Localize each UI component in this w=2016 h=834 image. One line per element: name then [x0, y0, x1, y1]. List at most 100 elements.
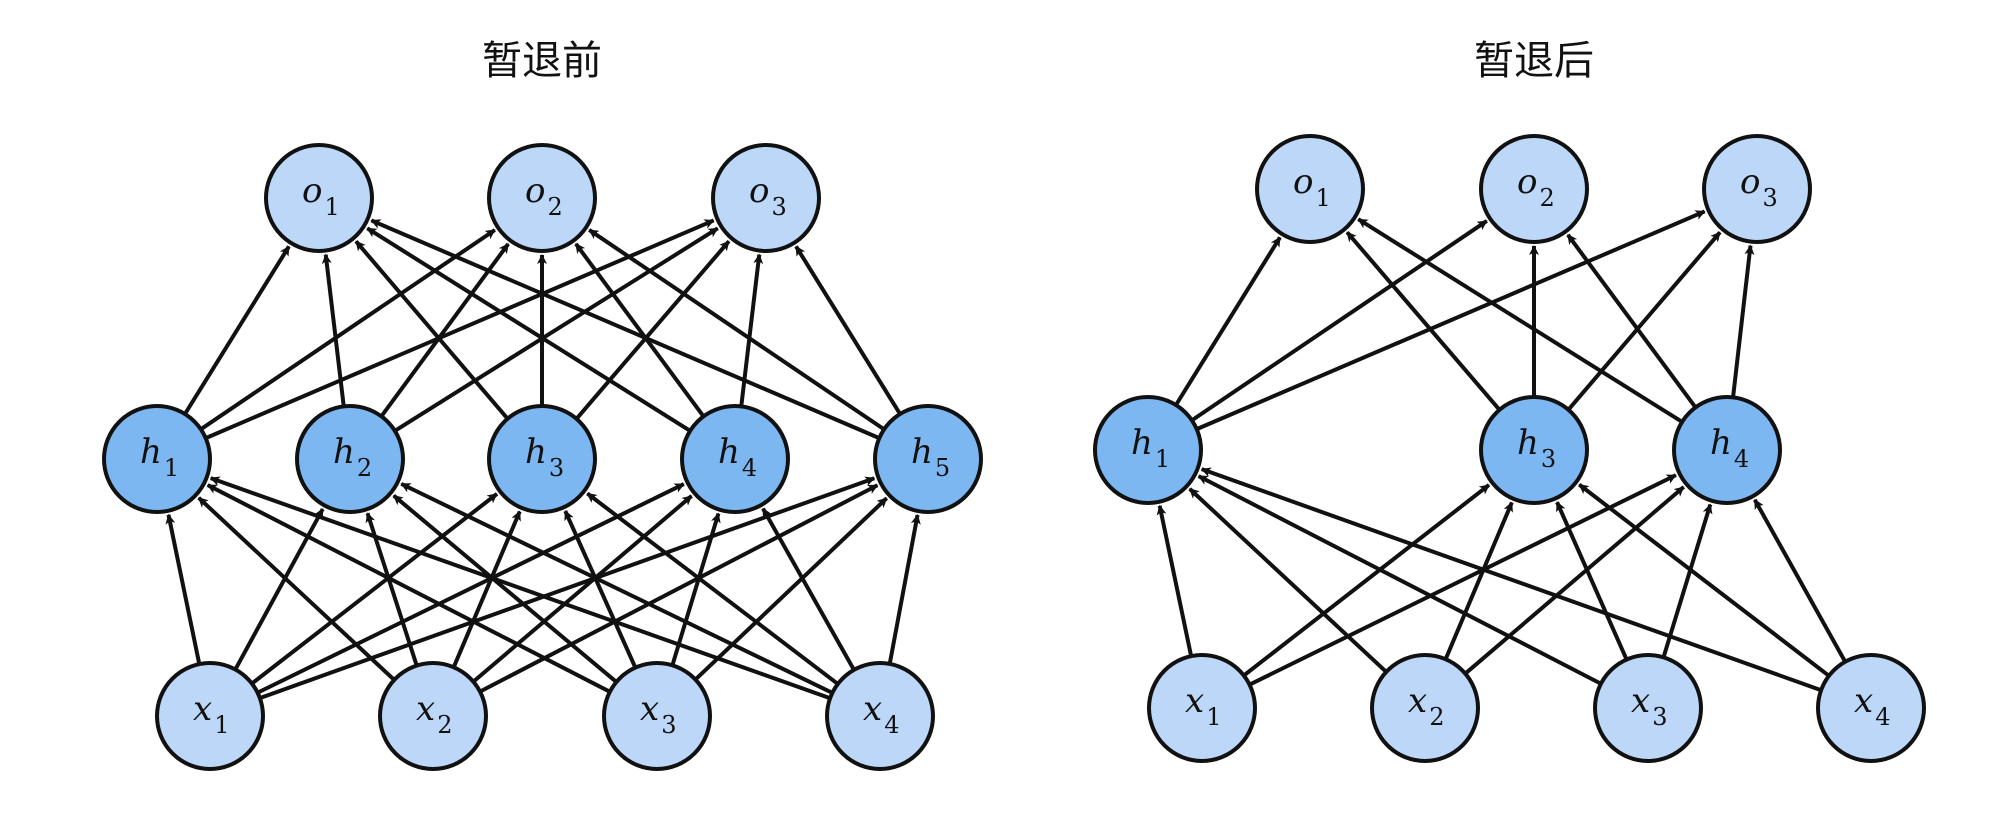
node-subscript: 3	[1652, 703, 1667, 731]
edge-h5-o3	[794, 245, 902, 415]
node-subscript: 2	[1429, 703, 1444, 731]
node-h4: h4	[1672, 395, 1782, 505]
node-label: h1	[1131, 423, 1170, 473]
edge-x3-h4	[670, 512, 721, 665]
edge-x3-h3	[563, 510, 637, 668]
panel-title-after: 暂退后	[1474, 38, 1594, 84]
node-subscript: 2	[1539, 184, 1554, 212]
node-variable: x	[863, 689, 882, 729]
node-variable: h	[525, 432, 547, 472]
edge-x3-h3	[1555, 501, 1629, 660]
node-variable: o	[302, 171, 322, 211]
edge-x2-h4	[472, 494, 693, 683]
node-o2: o2	[1479, 134, 1589, 244]
node-subscript: 3	[771, 193, 786, 221]
edge-x1-h3	[251, 492, 499, 685]
node-h3: h3	[1479, 395, 1589, 505]
edge-h1-o2	[200, 228, 496, 431]
node-variable: x	[1854, 681, 1873, 721]
node-label: x3	[640, 689, 676, 739]
node-label: h3	[1517, 423, 1556, 473]
node-x1: x1	[155, 661, 265, 771]
node-circle	[487, 143, 597, 253]
node-label: o2	[1517, 162, 1555, 212]
node-circle	[102, 404, 212, 514]
node-subscript: 2	[357, 454, 372, 482]
node-subscript: 3	[661, 711, 676, 739]
edge-h3-o3	[575, 239, 731, 420]
edge-h1-o2	[1191, 219, 1488, 422]
edge-x2-h4	[1464, 485, 1685, 675]
node-circle	[1593, 653, 1703, 763]
node-subscript: 3	[549, 454, 564, 482]
node-label: x1	[1185, 681, 1221, 731]
node-h3: h3	[487, 404, 597, 514]
node-x4: x4	[825, 661, 935, 771]
node-label: h2	[333, 432, 372, 482]
node-label: x4	[1854, 681, 1890, 731]
edge-h3-o1	[1345, 230, 1501, 411]
edge-x4-h3	[1578, 483, 1830, 677]
node-variable: x	[640, 689, 659, 729]
edge-h4-o3	[1731, 244, 1755, 397]
node-o2: o2	[487, 143, 597, 253]
node-circle	[264, 143, 374, 253]
edge-x2-h5	[480, 483, 879, 693]
node-circle	[295, 404, 405, 514]
node-circle	[602, 661, 712, 771]
node-h1: h1	[1093, 395, 1203, 505]
edge-x3-h5	[694, 496, 889, 681]
node-label: o1	[302, 171, 340, 221]
node-variable: h	[1517, 423, 1539, 463]
edge-h4-o2	[1566, 233, 1697, 408]
edge-h3-o1	[354, 240, 509, 420]
node-variable: x	[193, 689, 212, 729]
node-circle	[1255, 134, 1365, 244]
edge-x3-h1	[1197, 474, 1601, 686]
node-subscript: 1	[1155, 445, 1170, 473]
node-x2: x2	[1370, 653, 1480, 763]
edge-x1-h2	[234, 508, 325, 670]
node-subscript: 1	[164, 454, 179, 482]
node-o3: o3	[711, 143, 821, 253]
node-subscript: 4	[1734, 445, 1749, 473]
node-label: x1	[193, 689, 229, 739]
node-label: x3	[1631, 681, 1667, 731]
node-variable: h	[1710, 423, 1732, 463]
node-subscript: 1	[1315, 184, 1330, 212]
node-circle	[1093, 395, 1203, 505]
node-circle	[1370, 653, 1480, 763]
node-label: x2	[1408, 681, 1444, 731]
edge-x1-h4	[257, 482, 685, 695]
edge-h2-o3	[394, 226, 719, 432]
node-label: o1	[1293, 162, 1331, 212]
edge-x3-h4	[1661, 503, 1713, 657]
node-label: h5	[911, 432, 950, 482]
edge-x4-h2	[400, 482, 833, 695]
edge-h4-o2	[574, 242, 705, 417]
node-subscript: 4	[1875, 703, 1890, 731]
edge-x2-h1	[197, 496, 395, 681]
edge-x4-h4	[761, 507, 856, 670]
node-variable: o	[749, 171, 769, 211]
node-circle	[378, 661, 488, 771]
edge-x1-h3	[1243, 483, 1491, 677]
edge-h5-o2	[588, 228, 885, 431]
node-subscript: 1	[214, 711, 229, 739]
node-circle	[680, 404, 790, 514]
node-variable: x	[1631, 681, 1650, 721]
edge-h4-o1	[366, 226, 691, 432]
edge-x2-h3	[1444, 501, 1514, 660]
node-circle	[873, 404, 983, 514]
edge-h2-o2	[380, 242, 510, 417]
node-circle	[825, 661, 935, 771]
edge-h3-o3	[1567, 231, 1722, 411]
node-label: x2	[416, 689, 452, 739]
edge-h1-o1	[183, 245, 291, 415]
node-variable: h	[1131, 423, 1153, 463]
node-x2: x2	[378, 661, 488, 771]
